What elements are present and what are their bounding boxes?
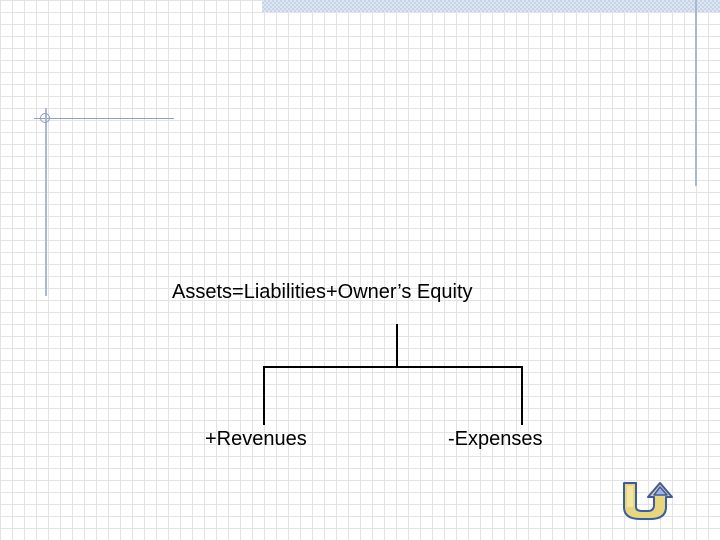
u-turn-arrow-icon [623,482,673,520]
top-decorative-band [262,0,720,12]
connector-drop-expenses [521,366,523,425]
revenues-label: +Revenues [205,428,307,450]
corner-vertical-rule [45,108,47,296]
connector-drop-revenues [263,366,265,425]
corner-horizontal-rule [34,118,174,119]
corner-circle-ornament [40,113,50,123]
expenses-label: -Expenses [448,428,543,450]
connector-crossbar [263,366,523,368]
accounting-equation: Assets=Liabilities+Owner’s Equity [172,281,473,303]
connector-stem [396,324,398,367]
return-button[interactable] [620,477,676,521]
right-vertical-rule [695,0,697,186]
